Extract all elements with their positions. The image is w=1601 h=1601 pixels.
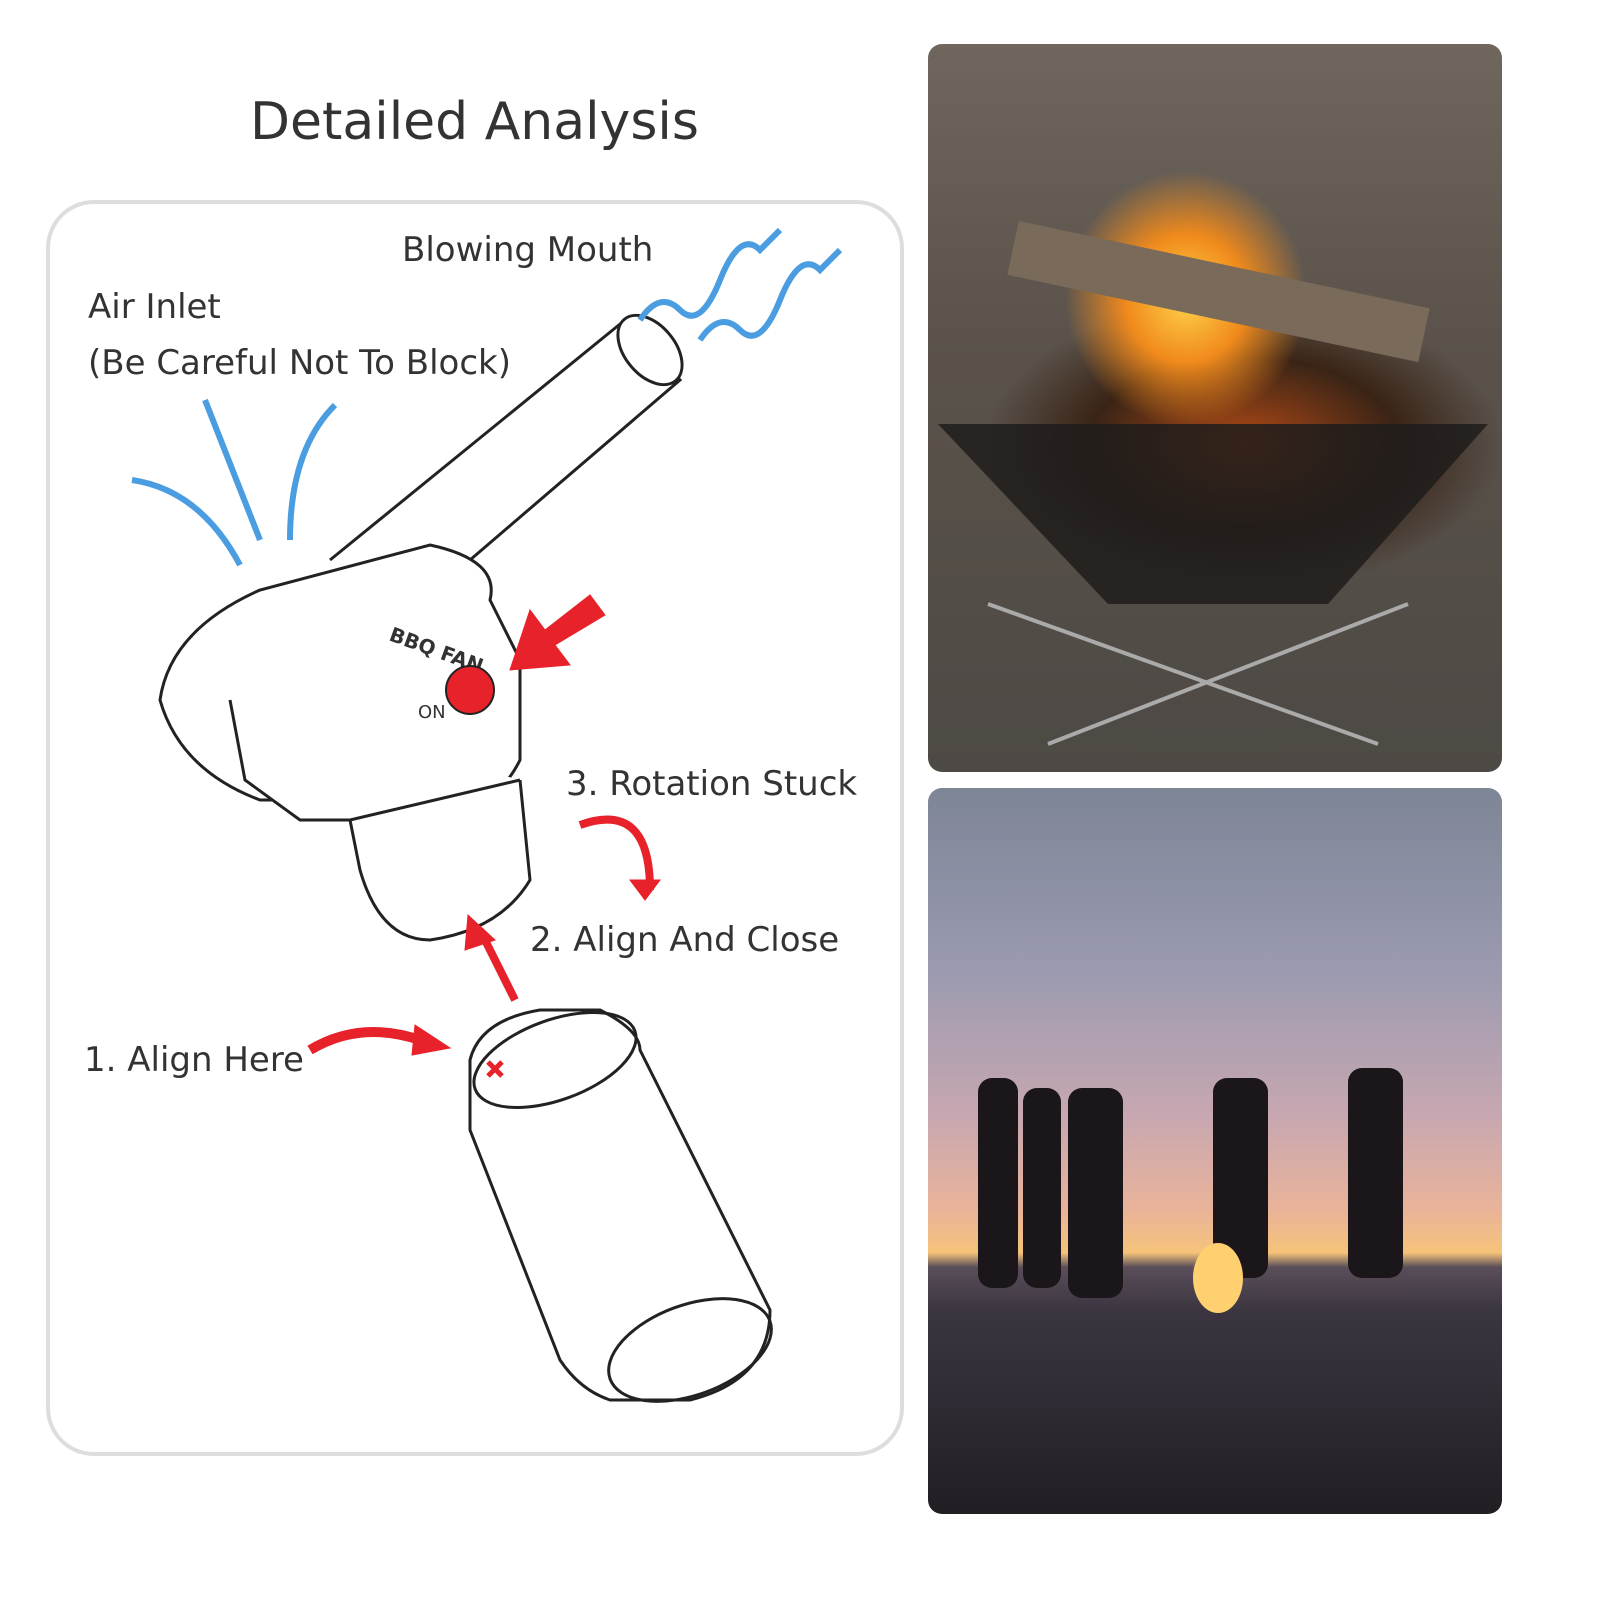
people-silhouettes — [978, 1068, 1403, 1298]
bonfire — [1193, 1243, 1243, 1313]
align-arrow-icon — [307, 1027, 422, 1055]
air-flow-arrows — [131, 227, 843, 567]
step-arrows — [307, 594, 661, 1056]
log — [1007, 220, 1430, 363]
label-step2: 2. Align And Close — [530, 920, 840, 960]
label-blowing-mouth: Blowing Mouth — [402, 230, 654, 270]
page-title: Detailed Analysis — [250, 92, 699, 152]
beach-bonfire-photo — [928, 788, 1502, 1514]
close-arrowhead-icon — [464, 913, 496, 951]
align-arrowhead-icon — [411, 1024, 452, 1056]
inflow-arrow-icon — [202, 398, 263, 542]
rotation-arrow-icon — [578, 815, 654, 891]
outflow-arrow-icon — [637, 227, 783, 322]
power-pointer-arrow-icon — [509, 594, 606, 671]
inflow-arrow-icon — [287, 402, 338, 541]
label-air-inlet-note: (Be Careful Not To Block) — [88, 343, 512, 383]
blower-illustration — [158, 313, 773, 1403]
label-step3: 3. Rotation Stuck — [566, 764, 858, 804]
campfire-photo — [928, 44, 1502, 772]
fire-pit-stand — [987, 602, 1409, 746]
switch-on-label: ON — [418, 702, 446, 723]
align-mark-icon — [486, 1060, 504, 1078]
label-step1: 1. Align Here — [84, 1040, 304, 1080]
outflow-arrow-icon — [697, 247, 843, 342]
inflow-arrow-icon — [131, 477, 243, 567]
rotation-arrowhead-icon — [629, 879, 661, 901]
fire-pit-bowl — [938, 424, 1488, 604]
power-button — [445, 665, 495, 715]
label-air-inlet: Air Inlet — [88, 287, 221, 327]
